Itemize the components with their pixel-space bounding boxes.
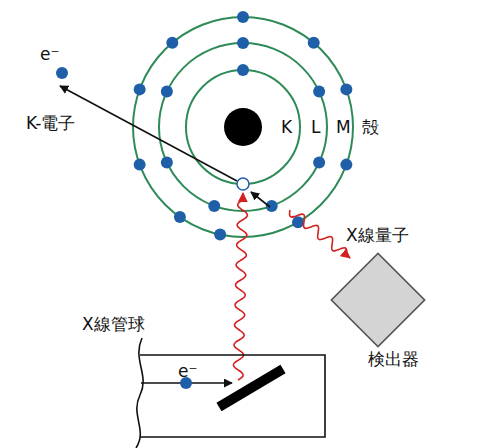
- label: e⁻: [40, 45, 59, 64]
- l-shell: [159, 43, 327, 211]
- k-shell: [186, 70, 300, 184]
- ejection-arrow: [60, 86, 237, 181]
- xray-tube: [136, 338, 325, 448]
- electron: [134, 83, 146, 95]
- label: 殻: [362, 118, 379, 137]
- electron: [174, 211, 186, 223]
- electron: [308, 37, 320, 49]
- node-text: 検出器: [368, 350, 419, 369]
- electron: [237, 64, 249, 76]
- electron: [292, 216, 304, 228]
- vacancy: [237, 178, 249, 190]
- electron: [134, 159, 146, 171]
- electron: [313, 86, 325, 98]
- xray-tube-box: X線管球e⁻: [140, 355, 325, 437]
- electron: [340, 83, 352, 95]
- node-text: e⁻: [178, 362, 197, 381]
- electron: [161, 86, 173, 98]
- electron: [161, 156, 173, 168]
- transition-arrow: [251, 192, 270, 207]
- emitted-xray: [290, 210, 350, 258]
- electron: [208, 200, 220, 212]
- label: K: [281, 118, 292, 137]
- electrons: [134, 11, 353, 241]
- electron: [237, 11, 249, 23]
- electron: [340, 159, 352, 171]
- m-shell: [133, 17, 353, 237]
- electron: [237, 37, 249, 49]
- ejected-electron: [56, 67, 68, 79]
- detector-box: 検出器: [330, 252, 426, 348]
- atom: [133, 11, 353, 241]
- nucleus: [224, 108, 262, 146]
- electron: [313, 156, 325, 168]
- label: L: [311, 118, 320, 137]
- electron: [214, 229, 226, 241]
- incident-xray: [233, 193, 247, 380]
- electron: [166, 37, 178, 49]
- label: K-電子: [26, 114, 76, 133]
- label: M: [336, 118, 351, 137]
- node-text: X線管球: [82, 315, 145, 334]
- detector: [331, 253, 424, 346]
- label: X線量子: [346, 226, 409, 245]
